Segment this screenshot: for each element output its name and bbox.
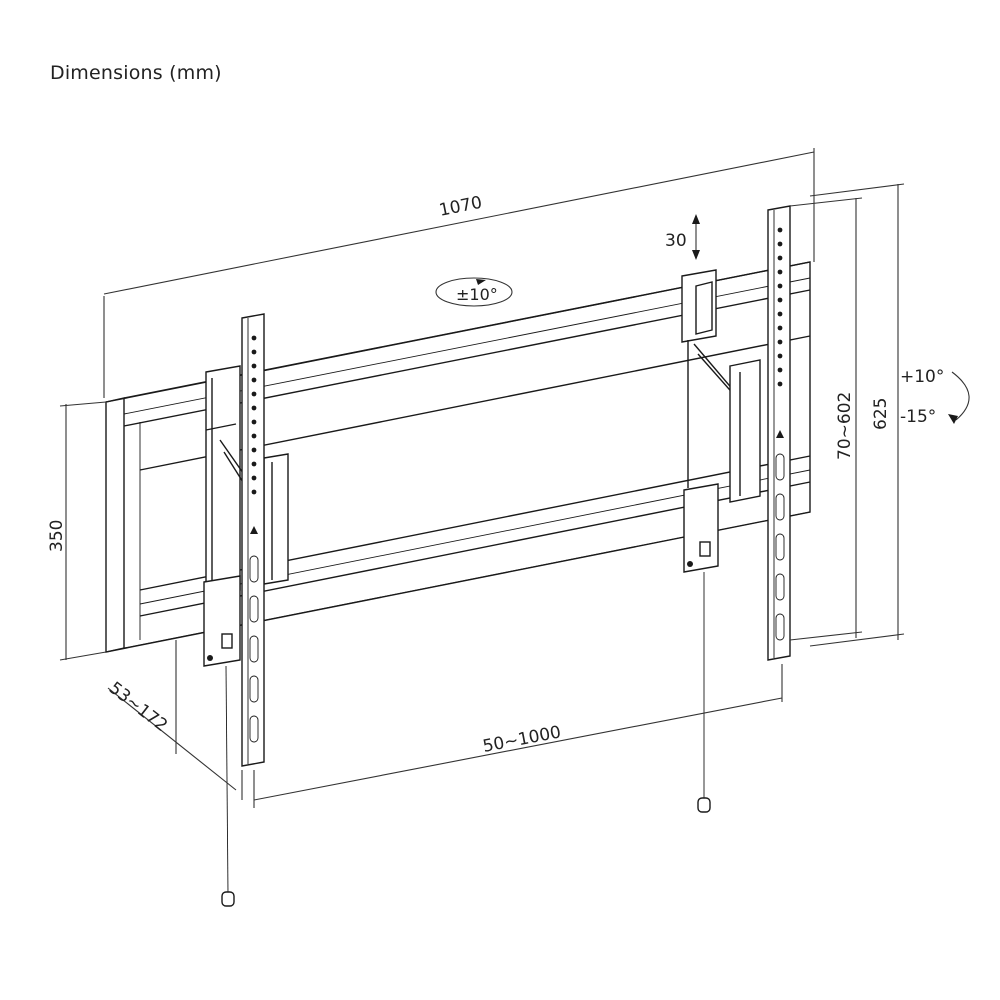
label-lift-adjust: 30 bbox=[665, 231, 687, 251]
diagram-title: Dimensions (mm) bbox=[50, 62, 222, 84]
right-bracket bbox=[681, 205, 791, 813]
label-vesa-horizontal: 50~1000 bbox=[481, 722, 562, 757]
label-wall-distance: 53~172 bbox=[105, 678, 171, 736]
label-overall-height: 625 bbox=[871, 398, 891, 430]
label-vesa-vertical: 70~602 bbox=[835, 392, 855, 460]
dimension-vesa-vertical bbox=[789, 197, 863, 641]
label-rail-height: 350 bbox=[47, 520, 67, 552]
label-tilt-down: -15° bbox=[900, 407, 936, 427]
dimension-overall-height bbox=[809, 183, 905, 647]
tilt-symbol bbox=[948, 371, 970, 424]
label-overall-width: 1070 bbox=[437, 193, 483, 221]
left-bracket bbox=[203, 313, 289, 907]
label-tilt-up: +10° bbox=[900, 367, 944, 387]
label-swivel: ±10° bbox=[456, 285, 498, 304]
swivel-symbol bbox=[435, 277, 513, 307]
dimension-rail-height bbox=[59, 401, 107, 661]
dimension-vesa-horizontal bbox=[253, 664, 783, 808]
dimension-overall-width bbox=[103, 148, 815, 398]
dimension-wall-distance bbox=[107, 640, 243, 800]
lift-adjust-arrow bbox=[692, 214, 700, 260]
